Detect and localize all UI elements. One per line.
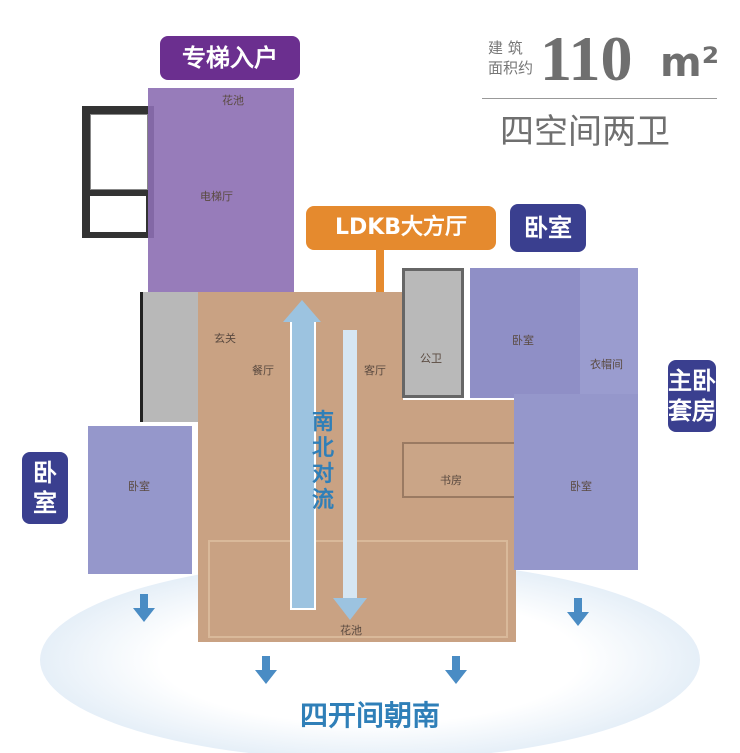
room-label-public-bath: 公卫 [420,352,442,365]
south-arrow-4 [567,612,589,626]
walk-in-closet [580,268,638,398]
callout-ldkb: LDKB大方厅 [306,206,496,250]
ventilation-arrow-up-head [283,300,321,322]
area-unit: m² [660,40,720,86]
ventilation-arrow-down-head [333,598,367,620]
room-label-bedroom-north: 卧室 [512,334,534,347]
south-arrow-2-stem [262,656,270,670]
callout-bedroom-top: 卧室 [510,204,586,252]
elevator-hall [148,88,294,294]
master-bedroom [514,394,638,570]
north-bedroom [470,268,582,398]
room-label-living: 客厅 [364,364,386,377]
elevator-shaft [90,114,148,190]
area-value: 110 [540,23,633,94]
room-label-study: 书房 [440,474,462,487]
callout-ldkb-pointer [376,250,384,292]
room-label-closet: 衣帽间 [590,358,623,371]
planter-bottom [208,540,508,638]
room-label-elevator-hall: 电梯厅 [200,190,233,203]
callout-private-elevator: 专梯入户 [160,36,300,80]
ventilation-arrow-down [343,330,357,600]
study [402,442,516,498]
south-facing-label: 四开间朝南 [299,699,440,732]
subtitle: 四空间两卫 [500,112,670,152]
ventilation-label: 南北对流 [312,410,335,513]
callout-bedroom-left: 卧室 [22,452,68,524]
area-label-line2: 面积约 [488,59,534,77]
ventilation-arrow-up [290,320,316,610]
callout-master-suite: 主卧套房 [668,360,716,432]
room-label-bedroom-west: 卧室 [128,480,150,493]
header-divider [482,98,717,99]
south-arrow-2 [255,670,277,684]
study-area [400,400,516,642]
south-arrow-1-stem [140,594,148,608]
south-arrow-1 [133,608,155,622]
room-label-foyer: 玄关 [214,332,236,345]
area-label: 建 筑 面积约 [488,38,533,78]
room-label-dining: 餐厅 [252,364,274,377]
west-bedroom [88,426,192,574]
area-label-line1: 建 筑 [488,39,523,57]
room-label-planter-top: 花池 [222,94,244,107]
south-arrow-4-stem [574,598,582,612]
south-arrow-3 [445,670,467,684]
room-label-planter-bottom: 花池 [340,624,362,637]
south-arrow-3-stem [452,656,460,670]
room-label-master-bedroom: 卧室 [570,480,592,493]
west-corridor [140,292,198,422]
elevator-shaft-2 [90,196,146,232]
public-bath [402,268,464,398]
